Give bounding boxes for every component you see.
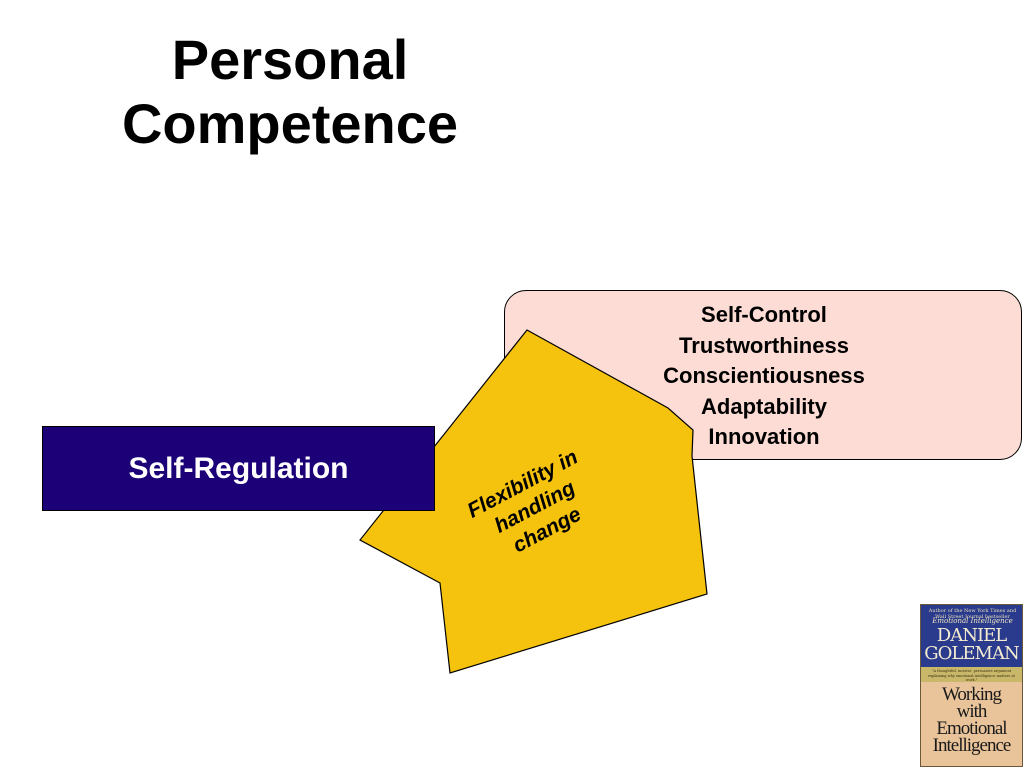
book-cover-top: Author of the New York Times and Wall St…: [921, 605, 1022, 682]
competency-list: Self-Control Trustworthiness Conscientio…: [614, 300, 914, 453]
list-item: Conscientiousness: [663, 363, 865, 388]
book-title-line: Intelligence: [932, 735, 1012, 756]
title-line-2: Competence: [121, 92, 459, 155]
book-author-line: GOLEMAN: [924, 643, 1019, 664]
book-cover: Author of the New York Times and Wall St…: [920, 604, 1023, 767]
book-subtitle: Emotional Intelligence: [932, 617, 1013, 625]
book-tagline: Author of the New York Times and Wall St…: [928, 608, 1017, 620]
book-title-line: Working: [941, 684, 1002, 705]
arrow-shape: [359, 329, 708, 674]
book-cover-bottom: Working with Emotional Intelligence: [921, 682, 1022, 766]
book-title: Working with Emotional Intelligence: [921, 684, 1022, 756]
book-blurb-text: "A thoughtful, incisive, persuasive argu…: [928, 669, 1015, 682]
book-title-line: Emotional: [936, 718, 1007, 739]
title-line-1: Personal: [171, 28, 409, 91]
book-author: DANIEL GOLEMAN: [921, 627, 1022, 663]
list-item: Trustworthiness: [679, 332, 849, 358]
book-author-line: DANIEL: [936, 625, 1007, 646]
list-item: Innovation: [708, 424, 820, 449]
slide-title: Personal Competence: [94, 28, 486, 156]
book-title-line: with: [956, 701, 988, 722]
book-blurb: "A thoughtful, incisive, persuasive argu…: [921, 667, 1022, 682]
list-item: Self-Control: [701, 302, 827, 327]
list-item: Adaptability: [701, 393, 827, 419]
self-regulation-box: Self-Regulation: [42, 426, 435, 511]
